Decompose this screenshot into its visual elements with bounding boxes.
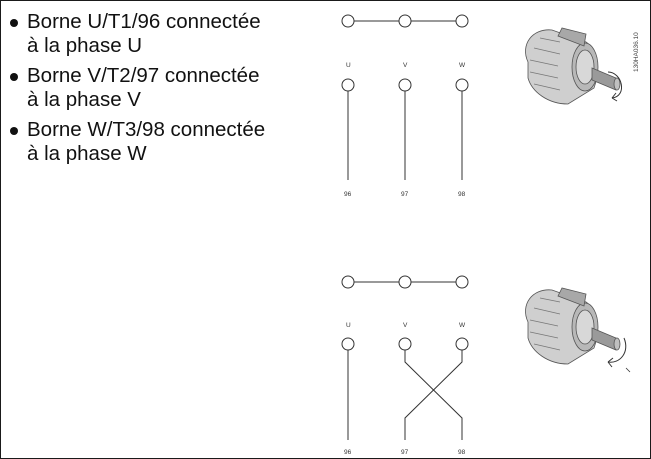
bottom-wire-crossed-97	[404, 350, 463, 440]
reference-code: 130HA036.10	[633, 32, 640, 72]
top-terminal-u	[341, 78, 355, 92]
motor-top-icon	[525, 27, 622, 105]
motor-bottom-icon	[525, 287, 631, 373]
bottom-terminal-u	[341, 337, 355, 351]
bottom-bus-node-v	[398, 275, 412, 289]
bottom-terminal-v	[398, 337, 412, 351]
bullet-v-line2: à la phase V	[27, 88, 141, 111]
top-bus-node-v	[398, 14, 412, 28]
bullet-item-v: Borne V/T2/97 connectée à la phase V	[8, 64, 328, 112]
bullet-item-w: Borne W/T3/98 connectée à la phase W	[8, 118, 328, 166]
top-phase-label-u: U	[346, 62, 351, 69]
bottom-bus-node-u	[341, 275, 355, 289]
wiring-bottom	[341, 275, 469, 440]
bottom-terminal-w	[455, 337, 469, 351]
bottom-wire-crossed-98	[404, 350, 463, 440]
top-phase-label-w: W	[459, 62, 466, 69]
top-bus-node-u	[341, 14, 355, 28]
bottom-terminal-label-98: 98	[458, 449, 466, 456]
bottom-terminal-label-97: 97	[401, 449, 409, 456]
bottom-terminal-label-96: 96	[344, 449, 352, 456]
wiring-top	[341, 14, 469, 180]
bottom-phase-label-w: W	[459, 322, 466, 329]
top-phase-label-v: V	[403, 62, 408, 69]
bullet-w-line2: à la phase W	[27, 142, 147, 165]
top-terminal-label-97: 97	[401, 191, 409, 198]
top-terminal-v	[398, 78, 412, 92]
top-terminal-label-98: 98	[458, 191, 466, 198]
bullet-u-line1: Borne U/T1/96 connectée	[27, 10, 261, 33]
bottom-phase-label-u: U	[346, 322, 351, 329]
top-terminal-label-96: 96	[344, 191, 352, 198]
bullet-w-line1: Borne W/T3/98 connectée	[27, 118, 266, 141]
bullet-u-line2: à la phase U	[27, 34, 143, 57]
bottom-phase-label-v: V	[403, 322, 408, 329]
bullet-v-line1: Borne V/T2/97 connectée	[27, 64, 260, 87]
bullet-item-u: Borne U/T1/96 connectée à la phase U	[8, 10, 328, 58]
top-bus-node-w	[455, 14, 469, 28]
bullet-list: Borne U/T1/96 connectée à la phase U Bor…	[8, 10, 328, 172]
bottom-bus-node-w	[455, 275, 469, 289]
top-terminal-w	[455, 78, 469, 92]
